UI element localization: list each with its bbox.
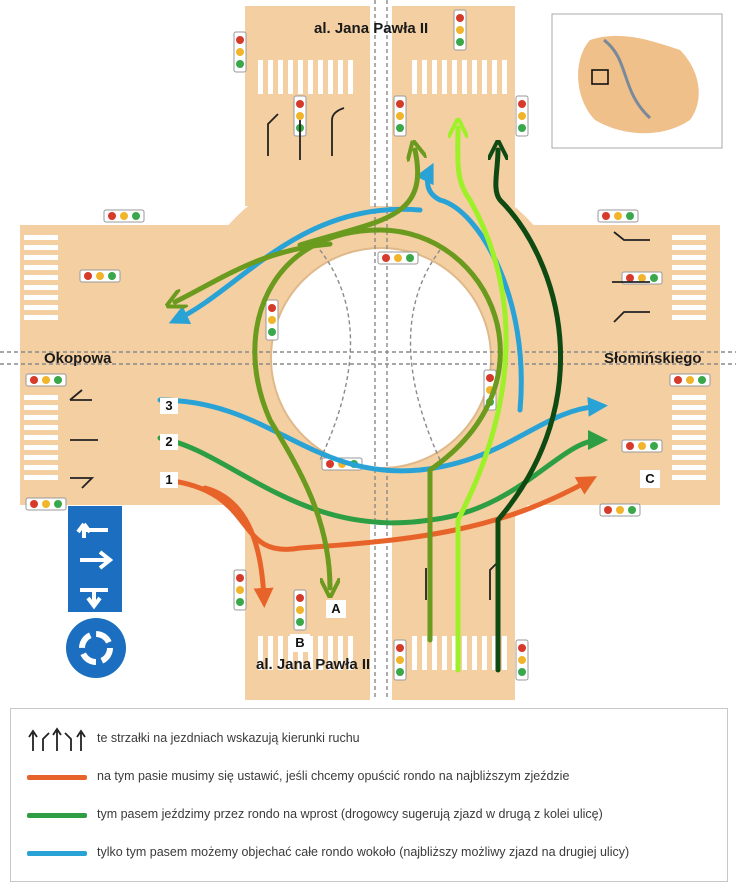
tram-tracks (0, 0, 736, 700)
legend-text: tylko tym pasem możemy objechać całe ron… (97, 845, 630, 859)
traffic-light-icon (515, 95, 529, 137)
legend: te strzałki na jezdniach wskazują kierun… (10, 708, 728, 882)
traffic-light-icon (377, 251, 419, 265)
blue-route (157, 396, 608, 474)
traffic-light-icon (393, 639, 407, 681)
traffic-light-icon (393, 95, 407, 137)
legend-row: tylko tym pasem możemy objechać całe ron… (11, 839, 727, 869)
roundabout-sign-icon (66, 618, 126, 678)
street-label-west: Okopowa (44, 350, 112, 367)
lane-direction-arrows (69, 107, 650, 600)
point-label-a: A (326, 600, 346, 618)
route-paths (157, 128, 608, 673)
green-route (157, 430, 608, 526)
orange-route (202, 485, 274, 608)
olive-route (175, 241, 333, 302)
traffic-light-icon (233, 569, 247, 611)
legend-row: tym pasem jeździmy przez rondo na wprost… (11, 801, 727, 831)
orange-route (162, 476, 597, 552)
olive-route (297, 150, 418, 248)
roundabout-diagram (0, 0, 736, 700)
traffic-light-icon (453, 9, 467, 51)
traffic-light-icon (669, 373, 711, 387)
traffic-light-icon (233, 31, 247, 73)
blue-route (415, 162, 524, 413)
legend-row: na tym pasie musimy się ustawić, jeśli c… (11, 763, 727, 793)
lane-number-2: 2 (160, 434, 178, 450)
traffic-light-icon (621, 439, 663, 453)
lane-direction-sign-icon (68, 506, 122, 612)
blue-route (168, 206, 423, 324)
legend-text: tym pasem jeździmy przez rondo na wprost… (97, 807, 603, 821)
traffic-light-icon (25, 497, 67, 511)
street-label-south: al. Jana Pawła II (256, 656, 371, 673)
traffic-light-icon (103, 209, 145, 223)
lane-arrows-icon (28, 727, 86, 751)
street-label-north: al. Jana Pawła II (314, 20, 429, 37)
point-label-c: C (640, 470, 660, 488)
traffic-light-icon (621, 271, 663, 285)
green-line-swatch (27, 813, 87, 818)
traffic-lights (25, 9, 711, 681)
darkgreen-route (496, 150, 564, 673)
traffic-light-icon (293, 589, 307, 631)
lane-number-1: 1 (160, 472, 178, 488)
legend-row: te strzałki na jezdniach wskazują kierun… (11, 725, 727, 755)
traffic-light-icon (597, 209, 639, 223)
street-label-east: Słomińskiego (604, 350, 702, 367)
traffic-light-icon (79, 269, 121, 283)
traffic-light-icon (515, 639, 529, 681)
locator-map (551, 13, 723, 149)
lane-number-3: 3 (160, 398, 178, 414)
legend-text: na tym pasie musimy się ustawić, jeśli c… (97, 769, 570, 783)
traffic-light-icon (265, 299, 279, 341)
blue-line-swatch (27, 851, 87, 856)
traffic-light-icon (599, 503, 641, 517)
crosswalks (24, 60, 706, 670)
olive-route (252, 227, 503, 643)
point-label-b: B (290, 634, 310, 652)
orange-line-swatch (27, 775, 87, 780)
traffic-light-icon (25, 373, 67, 387)
legend-text: te strzałki na jezdniach wskazują kierun… (97, 731, 360, 745)
lime-route (458, 128, 509, 673)
